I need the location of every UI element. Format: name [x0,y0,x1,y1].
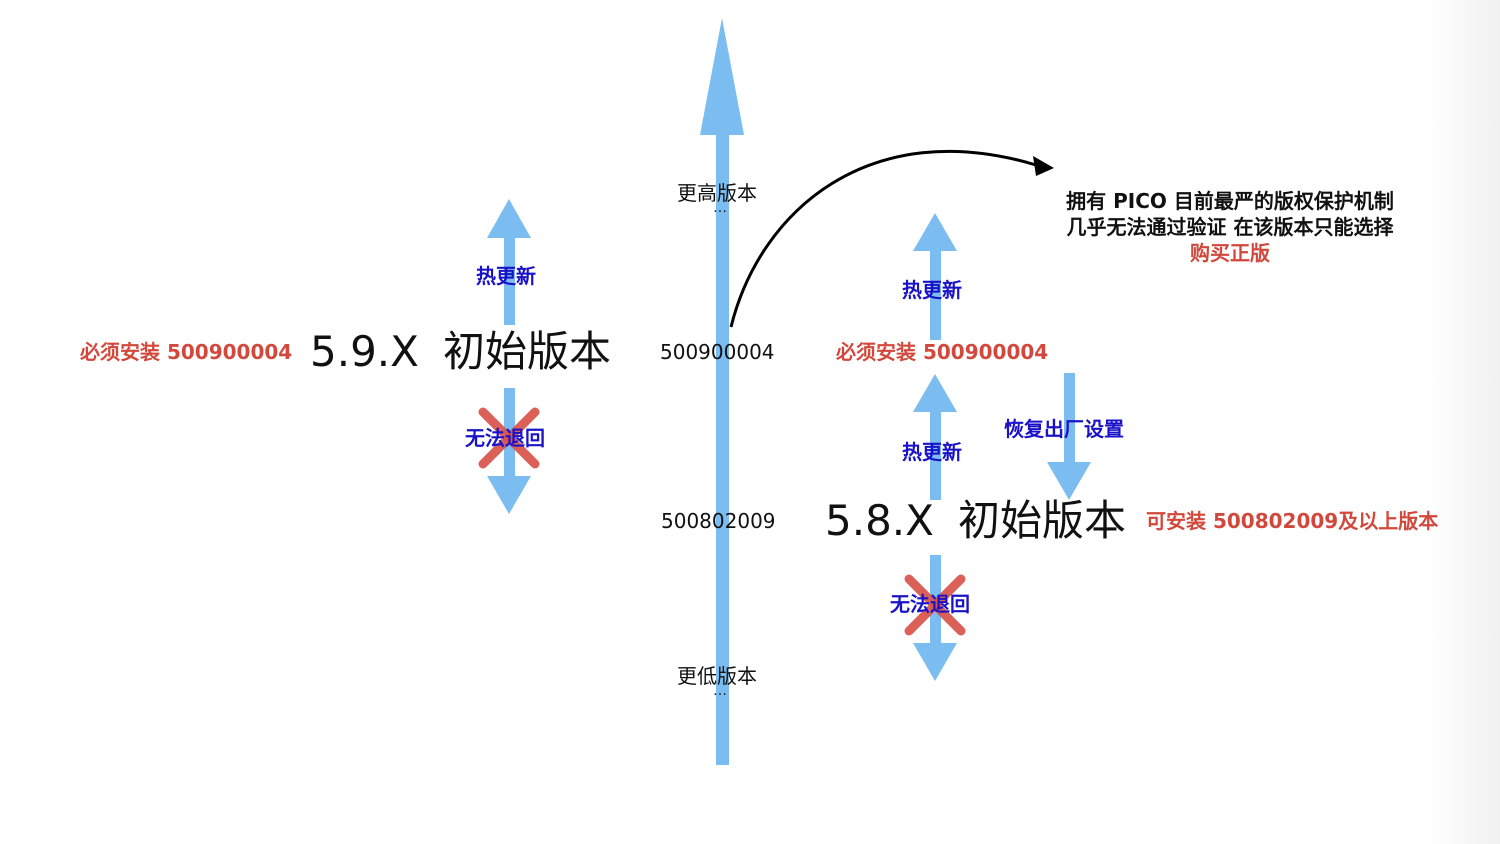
timeline-arrowhead [700,18,744,135]
callout-arrowhead [1033,156,1054,176]
right-version: 5.8.X [825,496,934,545]
callout-note: 拥有 PICO 目前最严的版权保护机制 几乎无法通过验证 在该版本只能选择 购买… [1040,188,1420,266]
factory-reset-shaft [1064,373,1075,468]
right-initial-version: 初始版本 [958,496,1127,545]
left-initial-version: 初始版本 [443,327,612,376]
timeline-top-label: 更高版本 [677,181,757,205]
right-cross-icon [904,574,966,636]
right-hot-update-top-arrowhead [913,213,957,251]
right-hot-update-mid-label: 热更新 [902,440,962,464]
left-rollback-arrowhead [487,476,531,514]
callout-curve [729,149,1037,328]
left-required-install: 必须安装 500900004 [80,340,293,364]
timeline-top-ellipsis: … [713,200,727,216]
left-hot-update-shaft [504,232,515,325]
factory-reset-label: 恢复出厂设置 [1004,417,1124,441]
left-cannot-rollback-label: 无法退回 [465,426,545,450]
right-required-install: 必须安装 500900004 [836,340,1049,364]
timeline-bottom-ellipsis: … [713,683,727,699]
timeline-shaft [716,130,729,765]
left-version: 5.9.X [310,327,419,376]
left-cross-icon [478,407,540,469]
timeline-marker-lower: 500802009 [661,509,776,533]
right-rollback-arrowhead [913,643,957,681]
right-hot-update-top-label: 热更新 [902,278,962,302]
callout-line-2: 几乎无法通过验证 在该版本只能选择 [1066,215,1394,239]
right-cannot-rollback-label: 无法退回 [890,592,970,616]
right-hot-update-mid-shaft [930,405,941,500]
right-hot-update-top-shaft [930,245,941,340]
left-hot-update-arrowhead [487,199,531,238]
factory-reset-arrowhead [1047,462,1091,500]
page-edge-shadow [1430,0,1500,844]
timeline-bottom-label: 更低版本 [677,664,757,688]
callout-line-1: 拥有 PICO 目前最严的版权保护机制 [1066,189,1394,213]
right-hot-update-mid-arrowhead [913,374,957,412]
right-installable: 可安装 500802009及以上版本 [1146,509,1439,533]
callout-line-3: 购买正版 [1190,241,1270,265]
left-hot-update-label: 热更新 [476,264,536,288]
timeline-marker-upper: 500900004 [660,340,775,364]
